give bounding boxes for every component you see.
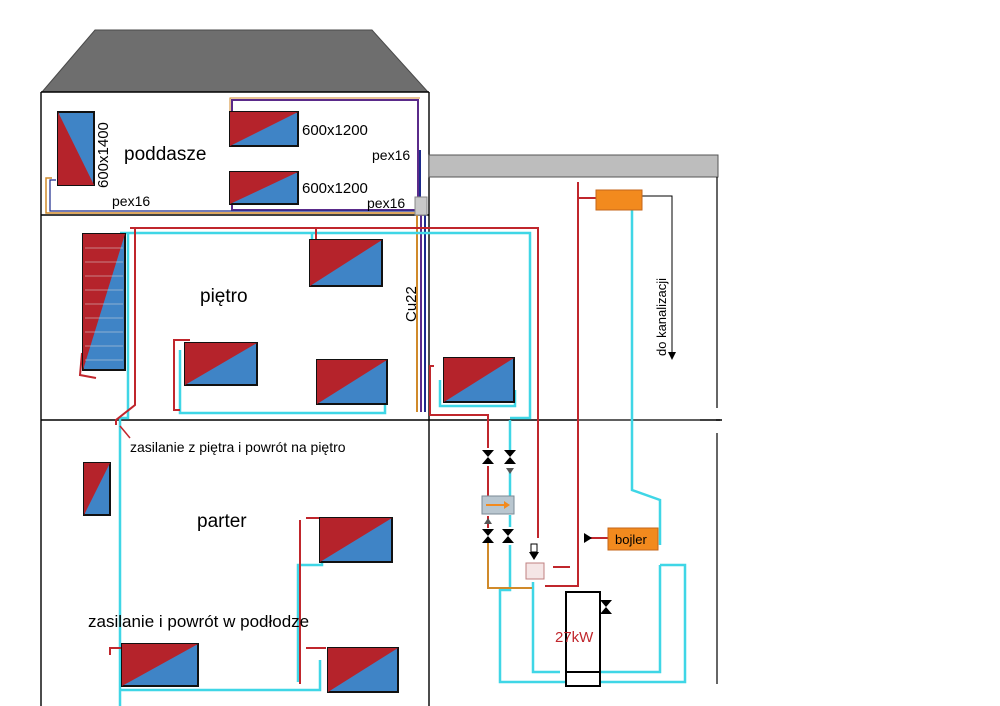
mixing-valve — [525, 543, 545, 580]
annex-outline — [578, 177, 718, 684]
valve-return-upper — [504, 450, 516, 464]
radiator-ground-upper — [319, 517, 393, 563]
valve-supply-lower — [482, 529, 494, 543]
furnace — [565, 591, 601, 673]
radiator-attic-vertical — [57, 111, 95, 186]
radiator-ground-small — [83, 462, 111, 516]
furnace-base — [565, 671, 601, 687]
heat-exchanger-arrow — [504, 501, 510, 509]
note-pointer — [119, 425, 131, 439]
return-pipes — [118, 210, 687, 706]
annex-roof-band — [428, 154, 719, 178]
radiator-towel-rail — [82, 233, 126, 371]
roof — [40, 29, 430, 93]
valve-furnace-side — [600, 600, 612, 614]
radiator-first-floor-left — [184, 342, 258, 386]
label-radiator-600x1200-top: 600x1200 — [302, 122, 368, 139]
label-pex-right-top: pex16 — [372, 147, 410, 163]
towel-rail-connection — [78, 352, 97, 379]
boiler-inlet-arrow — [584, 533, 592, 543]
radiator-ground-lower-left — [121, 643, 199, 687]
supply-pipes — [109, 182, 608, 684]
check-valve-return — [506, 468, 514, 474]
note-floor-supply: zasilanie i powrót w podłodze — [88, 612, 309, 631]
radiator-attic-bottom — [229, 171, 299, 205]
check-valve-supply — [484, 518, 492, 524]
drain-arrow — [668, 352, 676, 360]
label-cu22: Cu22 — [403, 286, 420, 322]
note-drain: do kanalizacji — [654, 278, 669, 356]
attic-pex-pipes — [45, 97, 426, 412]
radiator-ground-lower-right — [327, 647, 399, 693]
drain-line — [640, 195, 673, 355]
expansion-tank — [595, 189, 643, 211]
valve-return-lower — [502, 529, 514, 543]
note-supply-from-floor: zasilanie z piętra i powrót na piętro — [130, 439, 346, 455]
label-ground-floor: parter — [197, 511, 247, 532]
radiator-first-floor-right — [443, 357, 515, 403]
label-first-floor: piętro — [200, 286, 248, 307]
label-furnace-power: 27kW — [555, 629, 594, 646]
label-attic: poddasze — [124, 144, 206, 165]
label-pex-left: pex16 — [112, 193, 150, 209]
label-radiator-600x1200-bottom: 600x1200 — [302, 180, 368, 197]
label-boiler-tank: bojler — [615, 532, 647, 547]
copper-return — [487, 540, 532, 589]
valve-supply-upper — [482, 450, 494, 464]
attic-manifold — [414, 196, 428, 216]
radiator-first-floor-top — [309, 239, 383, 287]
house-outline — [40, 91, 722, 706]
boiler-tank-box — [607, 527, 659, 551]
label-pex-right-bottom: pex16 — [367, 195, 405, 211]
radiator-attic-top — [229, 111, 299, 147]
label-radiator-600x1400: 600x1400 — [95, 122, 112, 188]
radiator-first-floor-middle — [316, 359, 388, 405]
